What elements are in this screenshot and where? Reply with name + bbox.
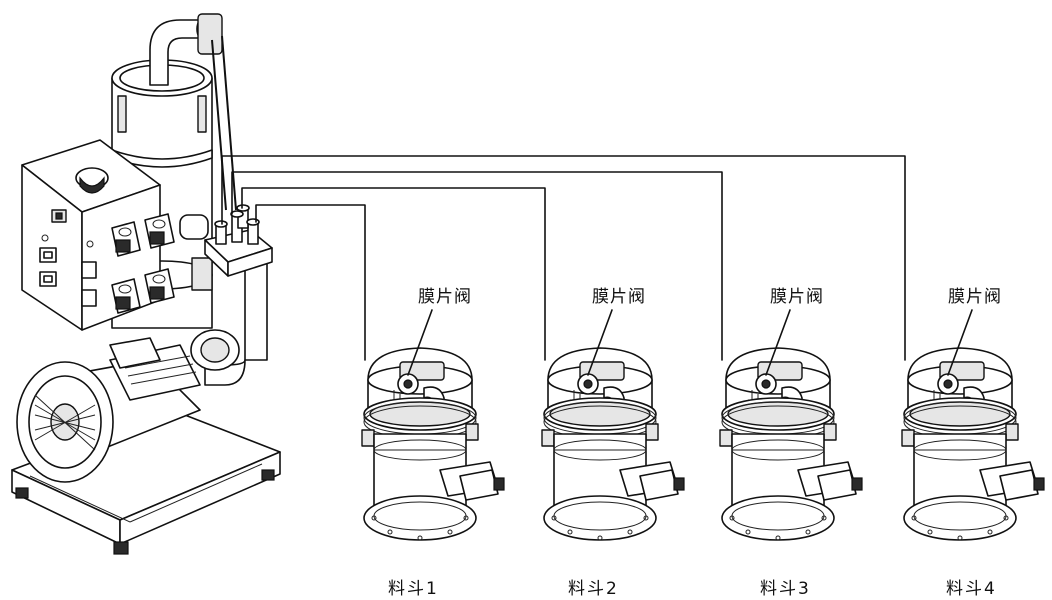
air-line-manifold <box>179 204 273 277</box>
solenoid-valve-icon <box>144 213 175 249</box>
hopper-label: 料斗3 <box>760 579 811 599</box>
valve-label: 膜片阀 <box>418 287 472 307</box>
hopper-4: 膜片阀 料斗4 <box>901 287 1045 599</box>
hopper-receiver-icon <box>901 347 1045 541</box>
blower-motor <box>16 337 201 483</box>
air-line-4 <box>221 155 906 361</box>
hopper-label: 料斗4 <box>946 579 997 599</box>
control-box <box>21 139 161 331</box>
valve-label: 膜片阀 <box>770 287 824 307</box>
hopper-1: 膜片阀 料斗1 <box>361 287 505 599</box>
valve-leader-line <box>765 309 791 376</box>
solenoid-valve-icon <box>144 268 175 304</box>
solenoid-valve-bank <box>111 213 175 314</box>
solenoid-valve-icon <box>111 278 141 314</box>
valve-label: 膜片阀 <box>592 287 646 307</box>
suction-pipe <box>190 259 268 386</box>
air-line-2 <box>241 187 546 361</box>
hopper-2: 膜片阀 料斗2 <box>541 287 685 599</box>
base-frame <box>11 409 281 555</box>
valve-leader-line <box>407 309 433 376</box>
solenoid-valve-icon <box>111 221 141 257</box>
hopper-3: 膜片阀 料斗3 <box>719 287 863 599</box>
inlet-elbow-pipe <box>149 13 237 211</box>
valve-label: 膜片阀 <box>948 287 1002 307</box>
air-line-3 <box>231 171 723 361</box>
valve-leader-line <box>947 309 973 376</box>
hopper-label: 料斗1 <box>388 579 439 599</box>
central-vacuum-unit <box>11 13 281 555</box>
hopper-receiver-icon <box>541 347 685 541</box>
hopper-label: 料斗2 <box>568 579 619 599</box>
valve-leader-line <box>587 309 613 376</box>
air-lines <box>221 155 906 361</box>
air-line-1 <box>255 204 366 361</box>
hopper-receiver-icon <box>719 347 863 541</box>
hopper-receiver-icon <box>361 347 505 541</box>
